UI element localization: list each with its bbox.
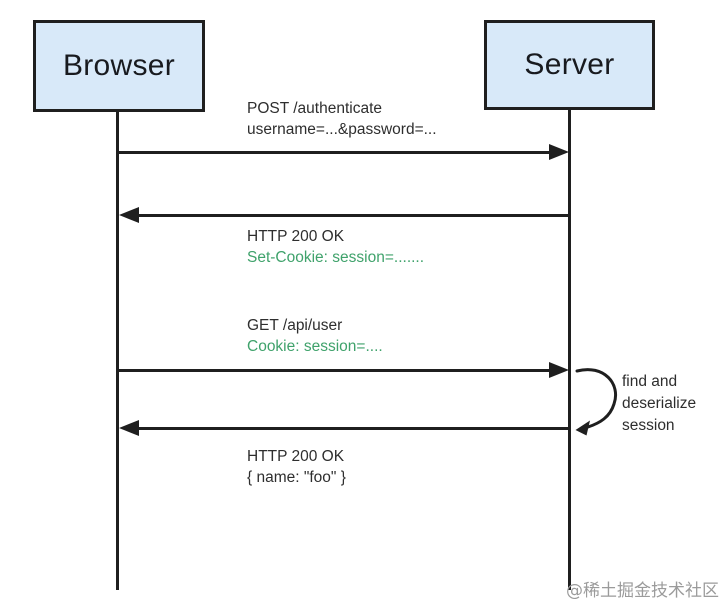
message-text: username=...&password=... <box>247 121 437 138</box>
browser-lifeline <box>116 112 119 590</box>
server-lifeline <box>568 110 571 590</box>
cookie-header-text: Cookie: session=.... <box>247 338 383 355</box>
message-label-http200-setcookie: HTTP 200 OK Set-Cookie: session=....... <box>247 226 424 268</box>
arrow-http200-body <box>119 420 569 436</box>
browser-label: Browser <box>62 49 176 82</box>
arrowhead-loop-icon <box>575 420 590 436</box>
message-text: GET /api/user <box>247 317 343 334</box>
message-text: HTTP 200 OK <box>247 228 345 245</box>
note-text: find and <box>622 373 678 390</box>
message-text: POST /authenticate <box>247 100 382 117</box>
message-label-post-authenticate: POST /authenticate username=...&password… <box>247 98 437 140</box>
arrowhead-left-icon <box>119 420 139 436</box>
arrow-line <box>139 213 569 217</box>
arrow-get-api-user <box>119 362 569 378</box>
actor-box-browser: Browser <box>33 20 205 112</box>
server-self-loop-arrow <box>575 368 617 436</box>
arrow-post-authenticate <box>119 144 569 160</box>
server-label: Server <box>524 48 615 81</box>
set-cookie-header-text: Set-Cookie: session=....... <box>247 249 425 266</box>
message-label-http200-body: HTTP 200 OK { name: "foo" } <box>247 446 346 488</box>
message-text: { name: "foo" } <box>247 469 346 486</box>
note-text: deserialize <box>622 395 697 412</box>
message-label-get-api-user: GET /api/user Cookie: session=.... <box>247 315 383 357</box>
loop-curve <box>575 368 617 429</box>
actor-box-server: Server <box>484 20 655 110</box>
arrowhead-right-icon <box>549 144 569 160</box>
server-note: find and deserialize session <box>622 371 696 437</box>
arrowhead-left-icon <box>119 207 139 223</box>
note-text: session <box>622 417 675 434</box>
arrow-line <box>119 368 549 372</box>
watermark-text: @稀土掘金技术社区 <box>566 581 719 601</box>
arrow-line <box>139 426 569 430</box>
arrow-line <box>119 150 549 154</box>
message-text: HTTP 200 OK <box>247 448 345 465</box>
arrowhead-right-icon <box>549 362 569 378</box>
arrow-http200-setcookie <box>119 207 569 223</box>
